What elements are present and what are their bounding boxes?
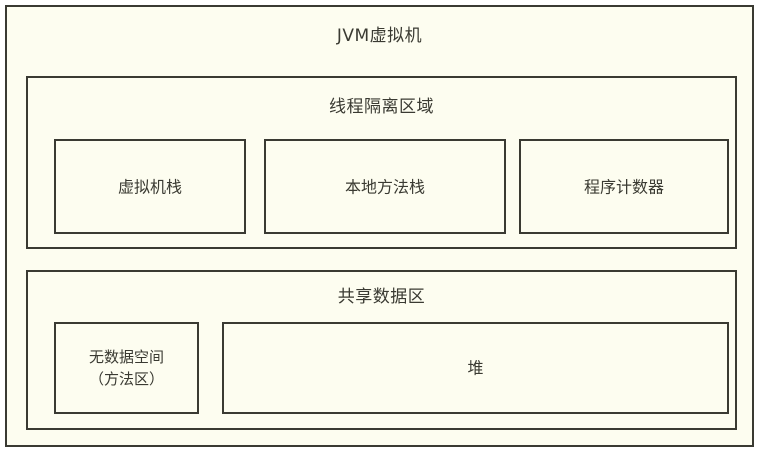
pc-register-label: 程序计数器 (583, 177, 664, 196)
vm-stack-box: 虚拟机栈 (54, 139, 246, 234)
heap-box: 堆 (222, 322, 729, 414)
shared-data-region-title: 共享数据区 (337, 287, 426, 307)
vm-stack-label: 虚拟机栈 (117, 177, 182, 196)
method-area-label: 无数据空间 （方法区） (88, 348, 164, 388)
method-area-box: 无数据空间 （方法区） (54, 322, 199, 414)
jvm-outer-box: JVM虚拟机 线程隔离区域 虚拟机栈 本地方法栈 程序计数器 共享数据区 无数据… (5, 5, 754, 447)
shared-data-region-box: 共享数据区 无数据空间 （方法区） 堆 (26, 270, 737, 430)
heap-label: 堆 (467, 358, 484, 378)
native-method-stack-label: 本地方法栈 (344, 177, 425, 196)
pc-register-box: 程序计数器 (519, 139, 729, 234)
thread-isolated-region-box: 线程隔离区域 虚拟机栈 本地方法栈 程序计数器 (26, 76, 737, 249)
thread-isolated-region-title: 线程隔离区域 (329, 97, 434, 117)
jvm-title: JVM虚拟机 (336, 26, 423, 46)
native-method-stack-box: 本地方法栈 (264, 139, 506, 234)
